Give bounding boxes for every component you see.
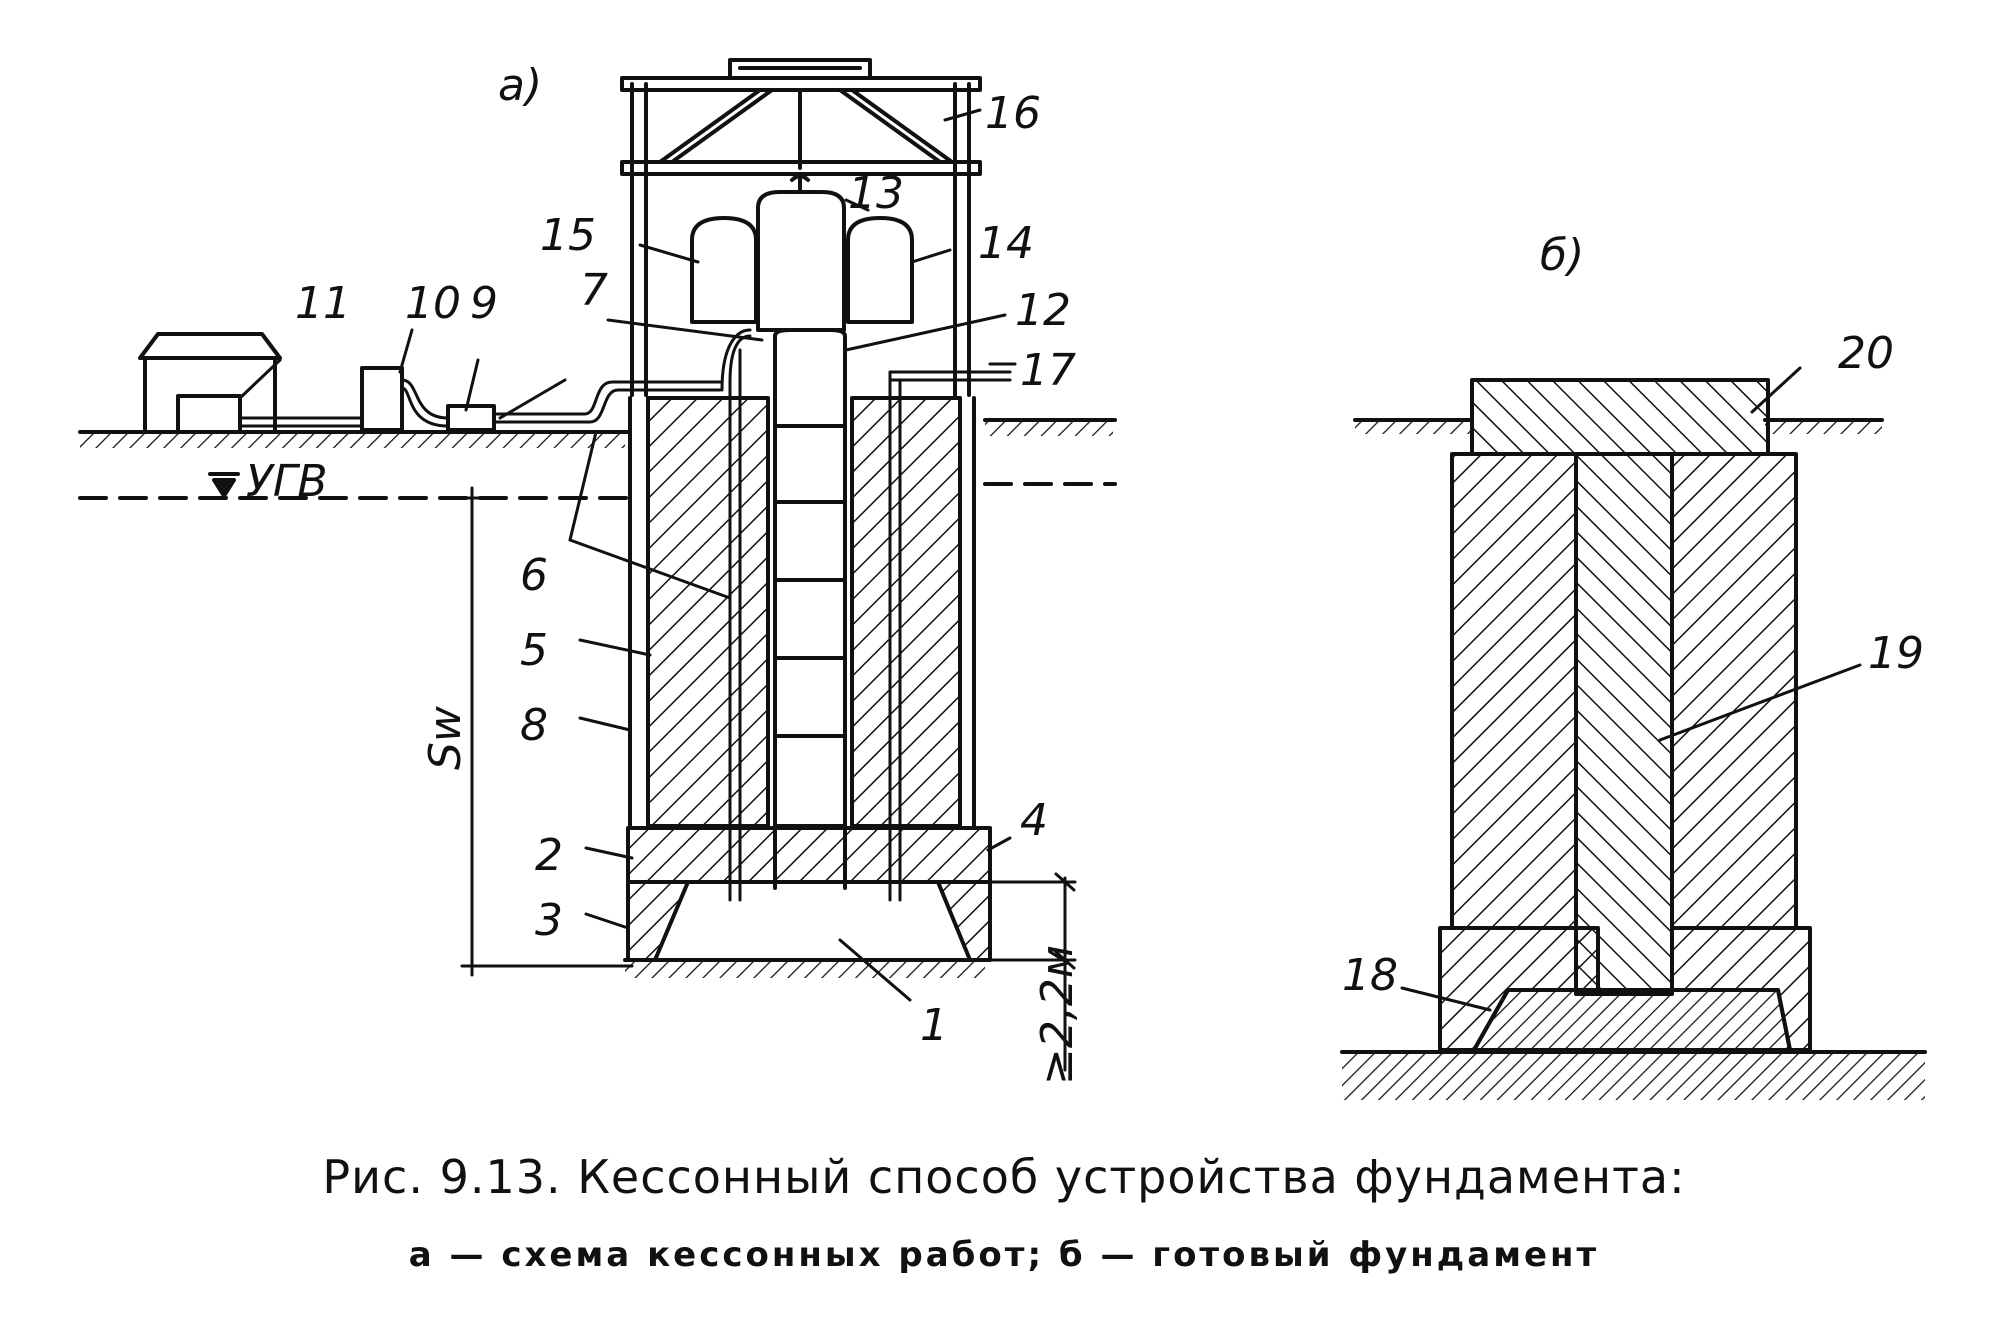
foundation-masonry-right	[1670, 452, 1798, 930]
callout-a-11: 11	[295, 278, 351, 329]
callout-a-10: 10	[405, 278, 461, 329]
water-level-label: УГВ	[246, 456, 328, 507]
callout-a-17: 17	[1020, 345, 1076, 396]
shaft	[773, 328, 847, 890]
depth-label: Sw	[420, 705, 471, 770]
callout-a-6: 6	[520, 550, 548, 601]
filled-working-chamber	[1472, 988, 1792, 1052]
sluice-frame	[620, 58, 982, 397]
callout-a-13: 13	[848, 168, 904, 219]
callout-a-14: 14	[978, 218, 1034, 269]
air-filter	[446, 404, 496, 432]
leader-lines-b	[1400, 366, 1862, 1012]
callout-a-2: 2	[535, 830, 563, 881]
callout-a-4: 4	[1020, 795, 1048, 846]
callout-a-1: 1	[920, 1000, 948, 1051]
callout-a-7: 7	[580, 265, 608, 316]
filled-shaft	[1574, 452, 1674, 996]
compressor-house	[138, 332, 282, 434]
foundation-masonry-left	[1450, 452, 1578, 930]
height-dimension	[988, 872, 1077, 1072]
callout-a-15: 15	[540, 210, 596, 261]
callout-a-9: 9	[470, 278, 498, 329]
callout-b-20: 20	[1838, 328, 1894, 379]
callout-a-8: 8	[520, 700, 548, 751]
callouts-b: 18 19 20	[1342, 328, 1924, 1001]
foundation-cap	[1470, 378, 1770, 456]
callout-a-5: 5	[520, 625, 548, 676]
masonry-left	[646, 396, 770, 828]
air-supply-pipes	[720, 328, 1012, 902]
air-pipeline	[238, 378, 722, 428]
leader-lines-a	[238, 108, 1017, 1002]
water-level-marker-icon	[212, 478, 236, 498]
masonry-right	[850, 396, 962, 828]
callout-a-3: 3	[535, 895, 563, 946]
callout-a-12: 12	[1015, 285, 1071, 336]
figure-caption-subtitle: а — схема кессонных работ; б — готовый ф…	[408, 1235, 1600, 1275]
man-lock	[756, 172, 846, 332]
caisson-knife-left	[626, 880, 690, 962]
figure-caption-title: Рис. 9.13. Кессонный способ устройства ф…	[322, 1150, 1686, 1204]
callout-a-16: 16	[985, 88, 1041, 139]
caisson-ceiling	[626, 826, 992, 884]
air-receiver	[360, 366, 404, 432]
ground-line-a	[78, 418, 1117, 978]
material-lock-right	[846, 216, 914, 324]
part-a-label: а)	[498, 60, 542, 111]
depth-dimension	[460, 486, 634, 977]
callout-b-18: 18	[1342, 950, 1398, 1001]
height-label: ≥2,2м	[1032, 945, 1083, 1085]
material-lock-left	[690, 216, 758, 324]
caisson-knife-right	[936, 880, 992, 962]
part-b-label: б)	[1540, 230, 1584, 281]
callout-b-19: 19	[1868, 628, 1924, 679]
groundwater-level-line	[78, 482, 1117, 500]
